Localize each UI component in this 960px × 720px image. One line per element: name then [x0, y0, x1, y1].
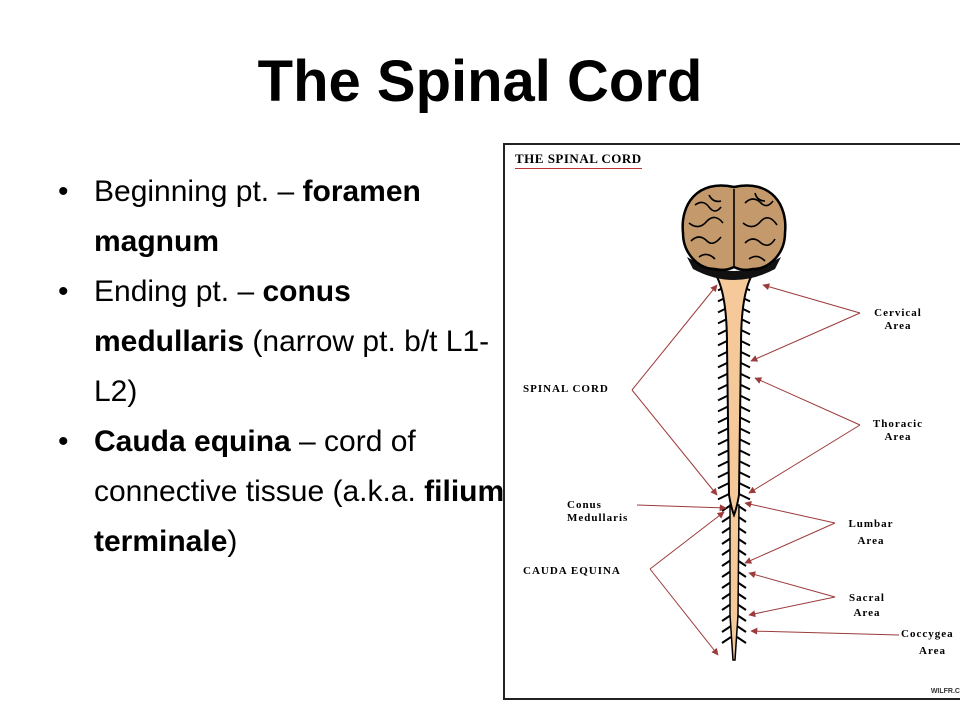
label-lumbar-line-1: Lumbar [848, 518, 894, 530]
label-coccygeal-line-2: Area [919, 645, 947, 657]
label-conus-medullaris-line-2: Medullaris [567, 512, 629, 524]
leader-arrow [750, 627, 900, 636]
label-cervical-line-1: Cervical [874, 307, 922, 319]
spinal-cord-shape [714, 274, 754, 518]
leader-arrow [744, 522, 836, 564]
nerve-branch [738, 482, 751, 490]
bullet-emphasis: Cauda equina [94, 425, 291, 458]
bullet-text: (narrow pt. b/t L1-L2) [94, 325, 490, 408]
nerve-branch [717, 449, 730, 457]
nerve-branch [717, 460, 730, 468]
label-thoracic-line-2: Area [884, 431, 912, 443]
bullet-beginning-point: Beginning pt. – foramen magnum [58, 167, 508, 267]
nerve-branch [736, 636, 747, 644]
cauda-equina-shape [729, 504, 740, 661]
leader-arrow [649, 568, 719, 656]
bullet-emphasis: filium terminale [94, 475, 505, 558]
nerve-branch [738, 449, 751, 457]
leader-arrow [649, 511, 725, 570]
label-cauda-equina: CAUDA EQUINA [523, 565, 621, 577]
nerve-branch [738, 471, 751, 479]
nerve-branch [738, 493, 751, 501]
leader-arrow [631, 284, 718, 391]
label-leader-lines [631, 283, 900, 656]
bullet-ending-point: Ending pt. – conus medullaris (narrow pt… [58, 267, 508, 417]
bullet-list: Beginning pt. – foramen magnum Ending pt… [58, 167, 508, 567]
label-thoracic-line-1: Thoracic [872, 418, 924, 430]
leader-arrow [744, 500, 836, 524]
label-lumbar-line-2: Area [857, 535, 885, 547]
brainstem-band [687, 257, 781, 280]
spinal-nerves [717, 284, 751, 644]
nerve-branch [721, 625, 732, 633]
nerve-branch [717, 493, 730, 501]
leader-arrow [748, 571, 836, 598]
leader-arrow [754, 377, 861, 426]
label-coccygeal-line-1: Coccygea [901, 628, 954, 640]
nerve-branch [738, 438, 751, 446]
spinal-cord-illustration [631, 184, 900, 661]
label-sacral-line-1: Sacral [849, 592, 885, 604]
nerve-branch [738, 460, 751, 468]
leader-arrow [631, 389, 718, 496]
label-conus-medullaris-line-1: Conus [567, 499, 602, 511]
slide-title: The Spinal Cord [257, 49, 703, 114]
bullet-emphasis: foramen magnum [94, 175, 421, 258]
bullet-text: Beginning pt. – [94, 175, 303, 208]
bullet-cauda-equina: Cauda equina – cord of connective tissue… [58, 417, 508, 567]
bullet-emphasis: conus medullaris [94, 275, 351, 358]
label-spinal-cord: SPINAL CORD [523, 383, 609, 395]
bullet-text: – cord of connective tissue (a.k.a. [94, 425, 425, 508]
spinal-cord-figure: THE SPINAL CORD SPINAL CORD Conus Medull… [503, 143, 960, 700]
leader-arrow [750, 312, 861, 362]
brain-gyri [688, 189, 778, 267]
leader-arrow [762, 283, 861, 314]
label-sacral-line-2: Area [853, 607, 881, 619]
leader-arrow [636, 504, 727, 512]
label-cervical-line-2: Area [884, 320, 912, 332]
nerve-branch [717, 482, 730, 490]
nerve-branch [736, 625, 747, 633]
nerve-branch [717, 438, 730, 446]
nerve-branch [721, 636, 732, 644]
figure-title: THE SPINAL CORD [515, 151, 642, 169]
leader-arrow [748, 596, 836, 618]
leader-arrow [748, 424, 861, 494]
bullet-text: ) [227, 525, 238, 558]
illustrator-credit: WILFR.C [930, 688, 960, 695]
nerve-branch [717, 471, 730, 479]
bullet-text: Ending pt. – [94, 275, 263, 308]
